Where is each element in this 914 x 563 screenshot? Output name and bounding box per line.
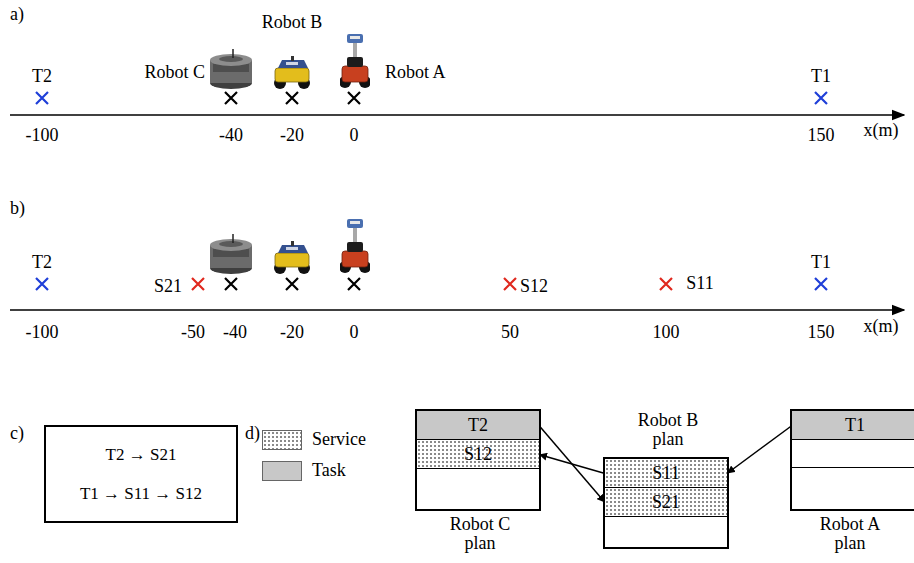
plan-heading: Robot A plan <box>792 515 908 553</box>
axis-label: 100 <box>653 323 680 341</box>
node-text: T2 <box>468 415 488 436</box>
axis-label: Robot C <box>144 63 205 81</box>
node-text: T2 → S21 <box>106 445 177 465</box>
axis-label: S11 <box>686 274 713 292</box>
axis-label: Robot A <box>385 63 446 81</box>
axis-label: 150 <box>808 323 835 341</box>
axis-label: x(m) <box>864 121 899 139</box>
axis-label: -40 <box>223 323 247 341</box>
panel-letter: a) <box>10 5 24 23</box>
position-markers-a <box>36 92 827 104</box>
node-text: S21 <box>652 492 680 513</box>
assignment-arrow <box>727 426 792 474</box>
assignment-arrow <box>539 426 605 503</box>
axis-label: T1 <box>811 67 831 85</box>
node-text: T1 <box>845 415 865 436</box>
axis-label: -20 <box>280 323 304 341</box>
plan-heading: Robot B plan <box>605 411 731 449</box>
row-divider <box>792 467 914 468</box>
axis-b <box>10 310 904 311</box>
plan-stack: Robot B planS11S21 <box>603 457 729 549</box>
axis-label: 0 <box>350 323 359 341</box>
panel-letter: b) <box>10 199 25 217</box>
sequence-box: T2 → S21 T1 → S11 → S12 <box>44 425 238 523</box>
plan-heading: Robot C plan <box>417 515 543 553</box>
plan-slot: T2 <box>417 411 539 440</box>
plan-slot: T1 <box>792 411 914 440</box>
axis-label: -100 <box>26 323 59 341</box>
axis-label: 0 <box>350 126 359 144</box>
axis-label: x(m) <box>864 317 899 335</box>
axis-label: T1 <box>811 253 831 271</box>
node-text: S11 <box>652 463 679 484</box>
panel-letter: d) <box>245 424 260 442</box>
axis-label: Robot B <box>262 13 323 31</box>
node-text: T1 → S11 → S12 <box>80 484 202 504</box>
axis-label: -20 <box>280 126 304 144</box>
axis-label: S21 <box>154 277 182 295</box>
axis-label: T2 <box>32 253 52 271</box>
assignment-arrow <box>539 455 605 474</box>
plan-stack: Robot A planT1 <box>790 409 914 511</box>
plan-slot: S21 <box>605 488 727 517</box>
legend-swatch <box>262 461 302 481</box>
robots-b <box>210 219 371 274</box>
plan-stack: Robot C planT2S12 <box>415 409 541 511</box>
legend-swatch <box>262 430 302 450</box>
plan-slot: S12 <box>417 440 539 469</box>
axis-label: 150 <box>808 126 835 144</box>
panel-letter: c) <box>10 424 24 442</box>
robots-a <box>210 34 371 89</box>
axis-label: -100 <box>26 126 59 144</box>
axis-a <box>10 115 904 116</box>
axis-label: -50 <box>181 323 205 341</box>
node-text: S12 <box>464 444 492 465</box>
legend-text: Task <box>312 460 346 481</box>
axis-label: T2 <box>32 67 52 85</box>
axis-label: 50 <box>501 323 519 341</box>
legend-text: Service <box>312 429 366 450</box>
axis-label: -40 <box>219 126 243 144</box>
axis-label: S12 <box>520 277 548 295</box>
plan-slot: S11 <box>605 459 727 488</box>
